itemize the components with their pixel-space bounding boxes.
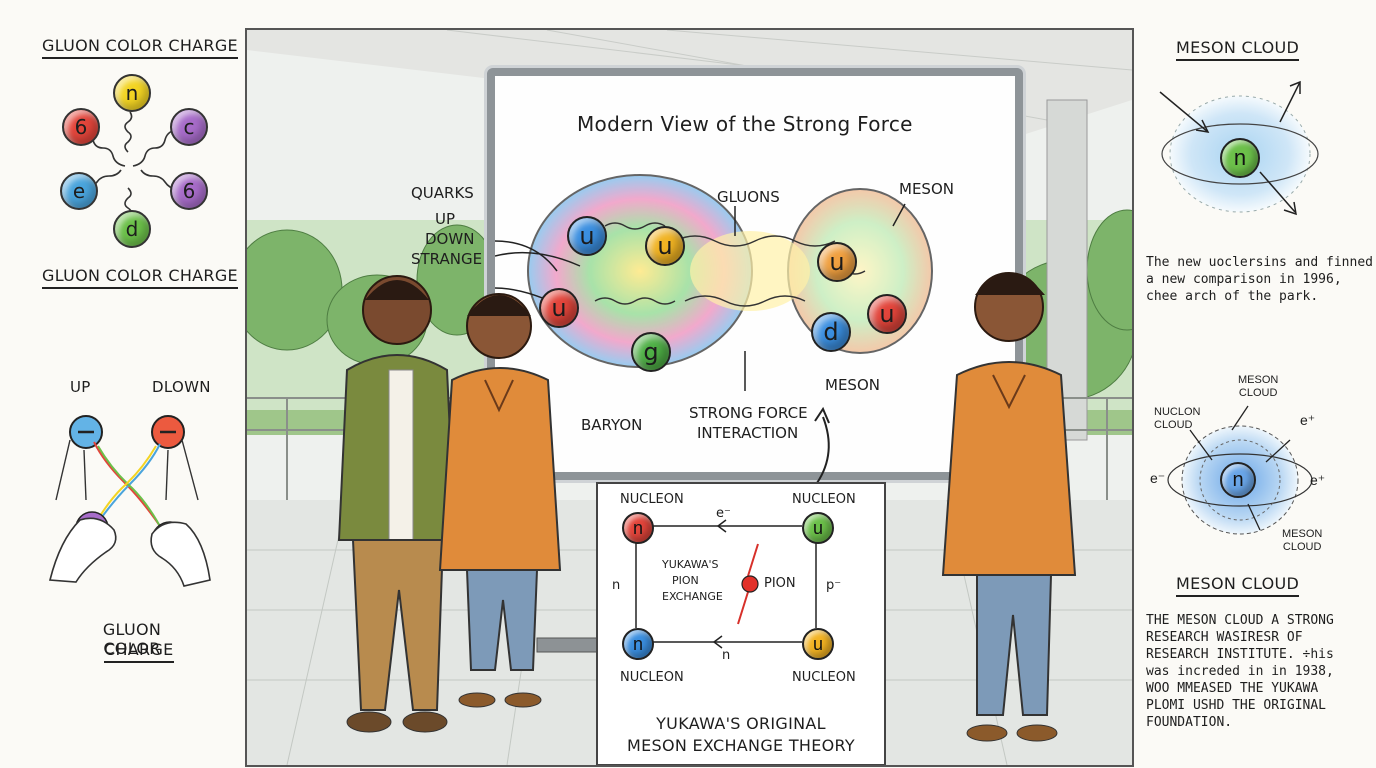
- paragraph-2-line-7: FOUNDATION.: [1146, 715, 1233, 730]
- ball-purple-c: c: [170, 108, 208, 146]
- paragraph-1-line-1: The new uoclersins and finned: [1146, 255, 1373, 270]
- nucleon-ball-yellow-u: u: [802, 628, 834, 660]
- up-label: UP: [70, 378, 91, 396]
- meson-cloud-top-line-2: CLOUD: [1238, 387, 1278, 399]
- hands-gluon-illustration: [48, 415, 211, 587]
- p-right-label: p⁻: [826, 578, 842, 593]
- e-plus-top-label: e⁺: [1300, 412, 1316, 428]
- n-bottom-label: n: [722, 648, 731, 663]
- down-label: DLOWN: [152, 378, 211, 396]
- pion-label: PION: [764, 576, 796, 591]
- paragraph-2-line-5: WOO MMEASED THE YUKAWA: [1146, 681, 1319, 696]
- paragraph-1-line-2: a new comparison in 1996,: [1146, 272, 1342, 287]
- nucleon-ball-blue-n: n: [622, 628, 654, 660]
- gluon-color-charge-title-top: GLUON COLOR CHARGE: [42, 36, 238, 59]
- meson-quark-blue-d: d: [811, 312, 851, 352]
- meson-cloud-nucleon-ball: n: [1220, 138, 1260, 178]
- nuclon-cloud-line-2: CLOUD: [1154, 419, 1193, 431]
- nucleon-ball-green-u: u: [802, 512, 834, 544]
- nucleon-ball-red-n: n: [622, 512, 654, 544]
- yukawa-exchange-diagram: [635, 519, 817, 649]
- nuclon-cloud-label: NUCLON CLOUD: [1154, 406, 1200, 432]
- quark-ball-red-u: u: [539, 288, 579, 328]
- yukawa-card-title-1: YUKAWA'S ORIGINAL: [656, 714, 826, 733]
- yukawa-label-3: EXCHANGE: [662, 590, 723, 603]
- ball-green-d: d: [113, 210, 151, 248]
- baryon-label: BARYON: [581, 416, 643, 434]
- meson-cloud-bottom-line-2: CLOUD: [1282, 541, 1322, 553]
- nucleon-label-top-left: NUCLEON: [620, 492, 684, 507]
- quark-ball-green-g: g: [631, 332, 671, 372]
- nucleon-label-bottom-left: NUCLEON: [620, 670, 684, 685]
- nuclon-cloud-line-1: NUCLON: [1154, 406, 1201, 418]
- meson-cloud-paragraph-2: THE MESON CLOUD A STRONG RESEARCH WASIRE…: [1146, 612, 1334, 731]
- curved-arrow-to-card: [814, 406, 830, 484]
- paragraph-1-line-3: chee arch of the park.: [1146, 289, 1319, 304]
- meson-cloud-label-bottom: MESON CLOUD: [1282, 528, 1322, 554]
- yukawa-label-1: YUKAWA'S: [662, 558, 719, 571]
- meson-quark-orange-u: u: [817, 242, 857, 282]
- paragraph-2-line-2: RESEARCH WASIRESR OF: [1146, 630, 1303, 645]
- nucleon-label-bottom-right: NUCLEON: [792, 670, 856, 685]
- down-quark-label: DOWN: [425, 230, 475, 248]
- gluon-color-caption-line2: CHARGE: [104, 640, 174, 663]
- electron-label: e⁻: [716, 506, 731, 521]
- up-quark-label: UP: [435, 210, 456, 228]
- strong-force-whiteboard: Modern View of the Strong Force: [411, 68, 1023, 480]
- ball-red-6: 6: [62, 108, 100, 146]
- paragraph-2-line-6: PLOMI USHD THE ORIGINAL: [1146, 698, 1327, 713]
- paragraph-2-line-4: was increded in in 1938,: [1146, 664, 1334, 679]
- meson-cloud-paragraph-1: The new uoclersins and finned a new comp…: [1146, 254, 1373, 305]
- classroom-scene: Modern View of the Strong Force: [245, 28, 1134, 767]
- ball-blue-e: e: [60, 172, 98, 210]
- yukawa-meson-exchange-card: NUCLEON NUCLEON NUCLEON NUCLEON n u n u …: [596, 482, 886, 765]
- strange-quark-label: STRANGE: [411, 250, 483, 268]
- n-left-label: n: [612, 578, 621, 593]
- two-kids-figures: [337, 275, 562, 733]
- meson-cloud-title-top: MESON CLOUD: [1176, 38, 1300, 61]
- gluons-label: GLUONS: [717, 188, 780, 206]
- quarks-label: QUARKS: [411, 184, 474, 202]
- board-title: Modern View of the Strong Force: [577, 112, 913, 136]
- paragraph-2-line-3: RESEARCH INSTITUTE. ÷his: [1146, 647, 1334, 662]
- right-kid-figure: [941, 272, 1077, 742]
- meson-cloud-top-line-1: MESON: [1238, 374, 1279, 386]
- meson-cloud-bottom-line-1: MESON: [1282, 528, 1323, 540]
- gluon-color-caption-line1: GLUON COLOR: [102, 620, 162, 658]
- e-plus-right-label: e⁺: [1310, 472, 1326, 488]
- strong-force-label-2: INTERACTION: [697, 424, 799, 442]
- ball-yellow-n: n: [113, 74, 151, 112]
- atom-nucleon-ball: n: [1220, 462, 1256, 498]
- e-minus-label: e⁻: [1150, 470, 1166, 486]
- strong-force-label-1: STRONG FORCE: [689, 404, 808, 422]
- meson-cloud-label-top: MESON CLOUD: [1238, 374, 1278, 400]
- quark-ball-yellow-u: u: [645, 226, 685, 266]
- meson-label-top: MESON: [899, 180, 954, 198]
- nucleon-label-top-right: NUCLEON: [792, 492, 856, 507]
- yukawa-label-2: PION: [672, 574, 699, 587]
- meson-label-bottom: MESON: [825, 376, 880, 394]
- quark-ball-blue-u: u: [567, 216, 607, 256]
- meson-cloud-title-mid: MESON CLOUD: [1176, 574, 1300, 597]
- meson-quark-red-u: u: [867, 294, 907, 334]
- gluon-color-charge-title-mid: GLUON COLOR CHARGE: [42, 266, 238, 289]
- yukawa-card-title-2: MESON EXCHANGE THEORY: [626, 736, 855, 755]
- paragraph-2-line-1: THE MESON CLOUD A STRONG: [1146, 613, 1334, 628]
- ball-purple-6: 6: [170, 172, 208, 210]
